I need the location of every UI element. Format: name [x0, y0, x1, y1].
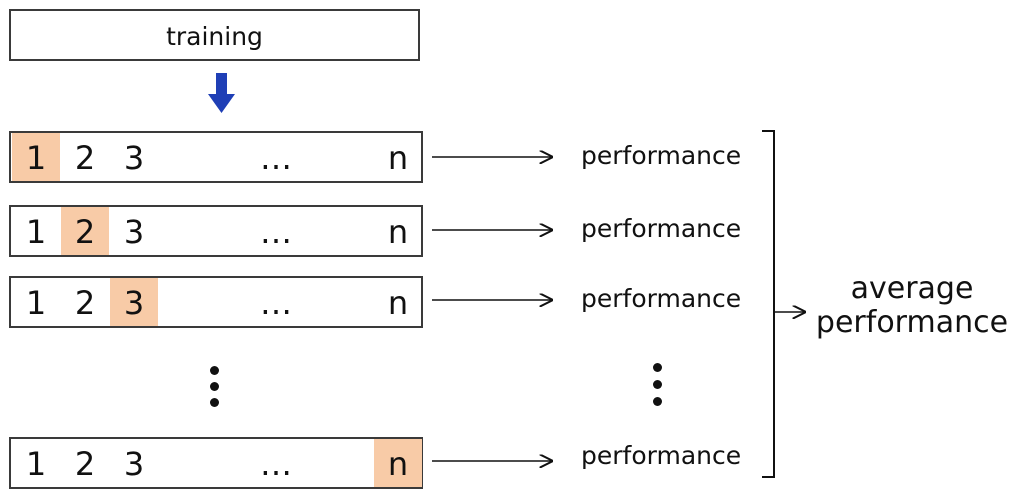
fold-cell: 3 — [110, 278, 158, 326]
vertical-ellipsis-dot — [653, 397, 662, 406]
training-box: training — [9, 9, 420, 61]
fold-cell: n — [387, 139, 409, 177]
fold-cell-ellipsis: … — [260, 284, 292, 322]
fold-cell: 2 — [74, 284, 96, 322]
fold-cell-ellipsis: … — [260, 445, 292, 483]
fold-cell: n — [374, 439, 422, 487]
fold-row-3: 1 2 3 … n — [9, 276, 423, 328]
vertical-ellipsis-dot — [210, 366, 219, 375]
fold-cell: 1 — [25, 213, 47, 251]
fold-cell: 1 — [12, 133, 60, 181]
blue-down-arrow — [208, 73, 235, 113]
fold-cell: 3 — [123, 139, 145, 177]
vertical-ellipsis-dot — [210, 398, 219, 407]
performance-label: performance — [581, 141, 742, 170]
fold-cell: n — [387, 213, 409, 251]
fold-cell: 2 — [61, 207, 109, 255]
fold-cell-ellipsis: … — [260, 139, 292, 177]
bracket — [762, 130, 775, 478]
performance-label: performance — [581, 441, 742, 470]
vertical-ellipsis-dot — [210, 382, 219, 391]
average-performance-label: average performance — [812, 272, 1012, 340]
fold-row-n: 1 2 3 … n — [9, 437, 423, 489]
vertical-ellipsis-dot — [653, 363, 662, 372]
training-label: training — [166, 22, 263, 51]
performance-label: performance — [581, 214, 742, 243]
fold-cell: 1 — [25, 284, 47, 322]
fold-cell: n — [387, 284, 409, 322]
fold-cell: 2 — [74, 139, 96, 177]
fold-row-1: 1 2 3 … n — [9, 131, 423, 183]
average-label-line1: average — [850, 271, 974, 306]
vertical-ellipsis-dot — [653, 380, 662, 389]
performance-label: performance — [581, 284, 742, 313]
fold-cell-ellipsis: … — [260, 213, 292, 251]
fold-cell: 1 — [25, 445, 47, 483]
average-label-line2: performance — [815, 305, 1009, 340]
fold-row-2: 1 2 3 … n — [9, 205, 423, 257]
fold-cell: 3 — [123, 213, 145, 251]
fold-cell: 2 — [74, 445, 96, 483]
fold-cell: 3 — [123, 445, 145, 483]
